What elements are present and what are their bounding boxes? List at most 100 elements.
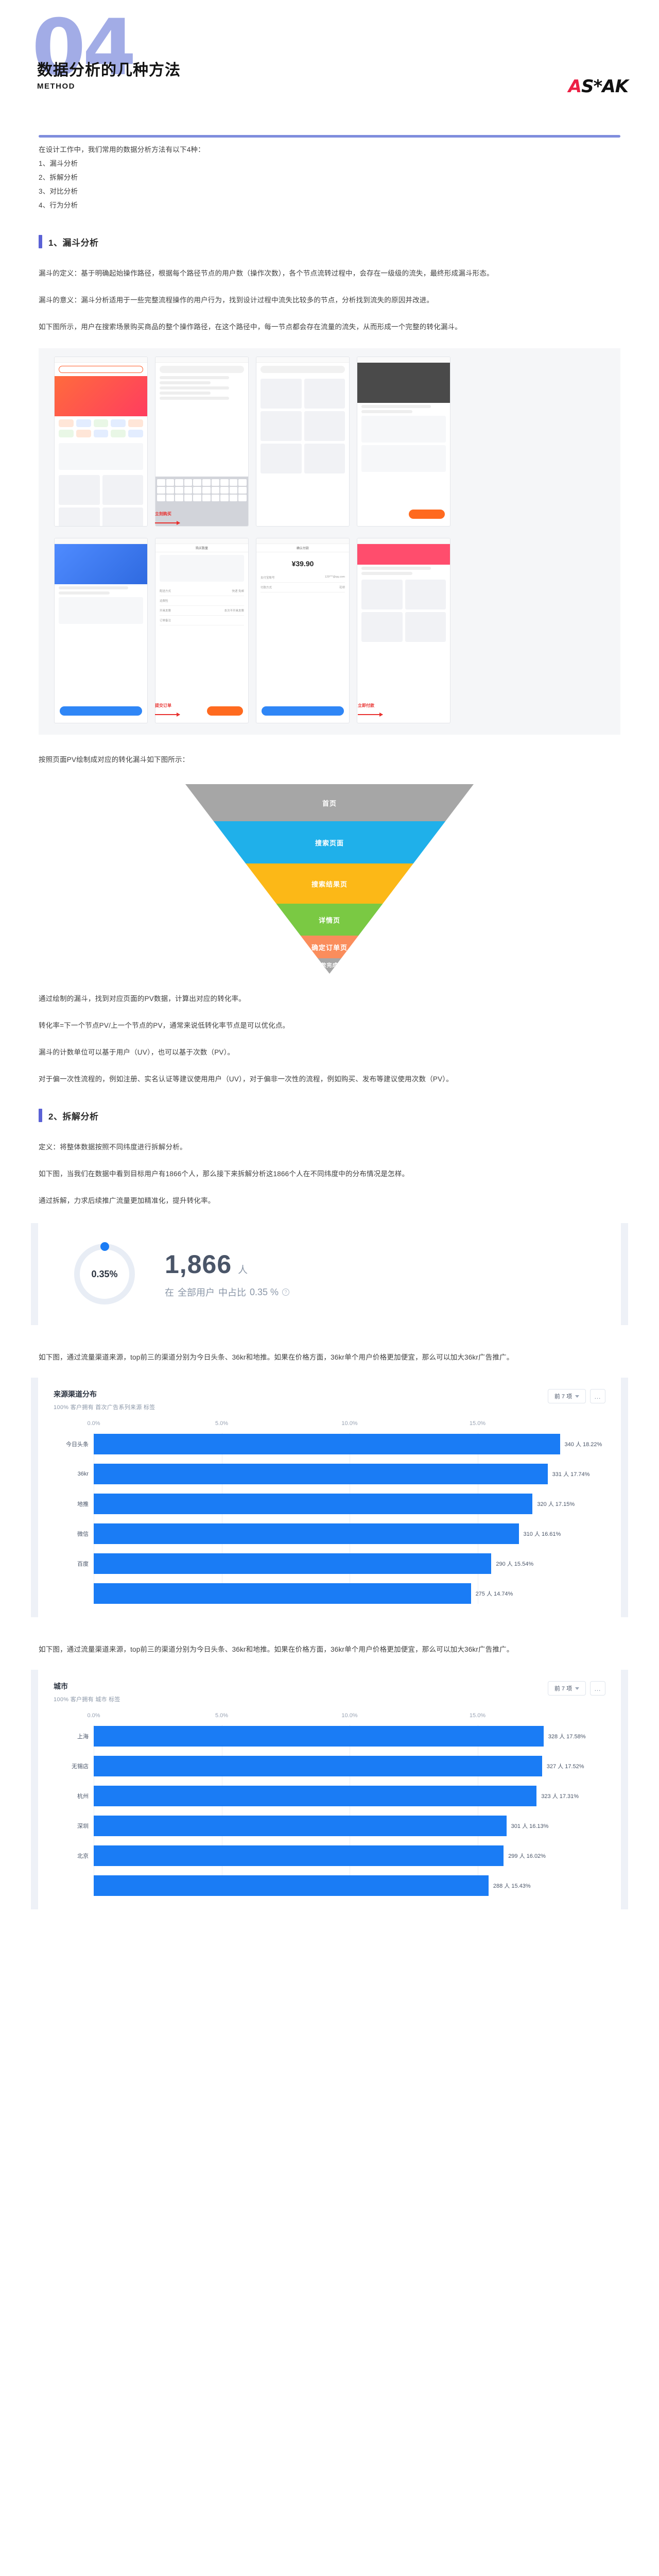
- section1-paragraph-3: 如下图所示，用户在搜索场景购买商品的整个操作路径，在这个路径中，每一节点都会存在…: [39, 323, 462, 331]
- phone-account-value: 129***@qq.com: [324, 575, 345, 579]
- mosaic-row-1: 立刻购买: [54, 357, 605, 527]
- funnel-stage-label: 首页: [322, 799, 337, 807]
- chart-bar-value-label: 288 人 15.43%: [493, 1883, 531, 1889]
- chart-bar-row[interactable]: 290 人 15.54%: [94, 1553, 605, 1574]
- section-accent-bar: [39, 235, 42, 248]
- chart-bar-row[interactable]: 275 人 14.74%: [94, 1583, 605, 1604]
- chart2-x-axis: 0.0%5.0%10.0%15.0%: [87, 1713, 605, 1725]
- chart-category-label: 今日头条: [66, 1442, 89, 1448]
- chart1-title: 来源渠道分布: [54, 1390, 97, 1398]
- chart-bar-value-label: 320 人 17.15%: [537, 1501, 575, 1507]
- section1-paragraph-2: 漏斗的意义：漏斗分析适用于一些完整流程操作的用户行为，找到设计过程中流失比较多的…: [39, 296, 434, 304]
- funnel-note-3: 漏斗的计数单位可以基于用户（UV），也可以基于次数（PV）。: [39, 1048, 235, 1056]
- chart-card-city: 城市 100% 客户拥有 城市 标签 前 7 项 … 上海无锡店杭州深圳北京 0…: [31, 1670, 628, 1909]
- chart2-bars: 328 人 17.58% 327 人 17.52% 323 人 17.31% 301 …: [94, 1725, 605, 1896]
- chart1-x-axis: 0.0%5.0%10.0%15.0%: [87, 1420, 605, 1433]
- conversion-donut-chart: 0.35%: [74, 1242, 135, 1304]
- chart-bar: [94, 1875, 489, 1896]
- chart-bar-row[interactable]: 310 人 16.61%: [94, 1523, 605, 1544]
- chart-bar: [94, 1726, 544, 1747]
- section-number-watermark: 04: [32, 3, 136, 93]
- funnel-stage-label: 确定订单页: [311, 943, 348, 952]
- chevron-down-icon: [575, 1395, 580, 1398]
- funnel-caption: 按照页面PV绘制成对应的转化漏斗如下图所示：: [39, 756, 189, 764]
- chevron-down-icon: [575, 1687, 580, 1690]
- chart-bar-row[interactable]: 331 人 17.74%: [94, 1464, 605, 1484]
- phone-invoice-label: 开具发票: [160, 609, 171, 613]
- chart-x-tick: 15.0%: [469, 1420, 486, 1427]
- phone-screenshot-home: [54, 357, 148, 527]
- phone-order-qty-label: 购买数量: [195, 547, 208, 550]
- chart-x-tick: 10.0%: [341, 1713, 358, 1719]
- conversion-funnel: 首页搜索页面搜索结果页详情页确定订单页付款完成页: [0, 784, 659, 974]
- chart1-topn-select[interactable]: 前 7 项: [548, 1389, 586, 1403]
- chart-bar: [94, 1434, 560, 1454]
- funnel-note-2: 转化率=下一个节点PV/上一个节点的PV，通常来说低转化率节点是可以优化点。: [39, 1022, 290, 1029]
- chart-category-label: 北京: [77, 1853, 89, 1859]
- chart-category-label: 百度: [77, 1561, 89, 1567]
- funnel-stage-label: 详情页: [318, 916, 340, 924]
- chart1-more-button[interactable]: …: [590, 1389, 605, 1403]
- chart2-title: 城市: [54, 1682, 68, 1690]
- chart-bar-row[interactable]: 301 人 16.13%: [94, 1816, 605, 1836]
- chart-category-label: 无锡店: [72, 1764, 89, 1770]
- chart-bar-row[interactable]: 320 人 17.15%: [94, 1494, 605, 1514]
- chart1-bars: 340 人 18.22% 331 人 17.74% 320 人 17.15% 310 …: [94, 1433, 605, 1604]
- brand-logo-a: A: [568, 76, 582, 97]
- help-icon[interactable]: ?: [282, 1289, 290, 1296]
- funnel-stage-5: 确定订单页: [185, 936, 474, 958]
- header-divider: [39, 135, 620, 138]
- chart-bar: [94, 1756, 542, 1776]
- metric-number: 1,866: [165, 1250, 232, 1279]
- phone-paytype-label: 付款方式: [261, 586, 272, 589]
- section2-paragraph-3: 通过拆解，力求后续推广流量更加精准化，提升转化率。: [39, 1197, 215, 1205]
- phone-screenshot-sku: [54, 538, 148, 723]
- chart-bar-value-label: 340 人 18.22%: [564, 1442, 602, 1448]
- chart-x-tick: 10.0%: [341, 1420, 358, 1427]
- chart-bar-row[interactable]: 328 人 17.58%: [94, 1726, 605, 1747]
- section1-paragraph-1: 漏斗的定义：基于明确起始操作路径，根据每个路径节点的用户数（操作次数），各个节点…: [39, 269, 494, 277]
- chart-bar: [94, 1816, 507, 1836]
- chart-bar-value-label: 328 人 17.58%: [548, 1734, 586, 1740]
- chart-bar-row[interactable]: 340 人 18.22%: [94, 1434, 605, 1454]
- chart-bar-row[interactable]: 288 人 15.43%: [94, 1875, 605, 1896]
- chart-category-label: 上海: [77, 1734, 89, 1740]
- metric-sub-scope: 全部用户: [178, 1287, 215, 1298]
- phone-freight-label: 运费险: [160, 600, 168, 603]
- chart-bar-row[interactable]: 299 人 16.02%: [94, 1845, 605, 1866]
- chart2-topn-select[interactable]: 前 7 项: [548, 1681, 586, 1696]
- chart-bar-value-label: 275 人 14.74%: [475, 1591, 513, 1597]
- chart1-gridlines: [94, 1433, 605, 1604]
- intro-item-4: 4、行为分析: [39, 201, 78, 209]
- chart2-more-button[interactable]: …: [590, 1681, 605, 1696]
- intro-block: 在设计工作中，我们常用的数据分析方法有以下4种： 1、漏斗分析 2、拆解分析 3…: [39, 143, 620, 212]
- chart-category-label: 杭州: [77, 1793, 89, 1800]
- funnel-stage-shape: [185, 784, 474, 821]
- metric-sub-value: 0.35 %: [250, 1286, 279, 1297]
- chart-bar-value-label: 331 人 17.74%: [552, 1471, 590, 1478]
- flow-arrow-2: [155, 713, 180, 717]
- metric-text-block: 1,866 人 在 全部用户 中占比 0.35 % ?: [165, 1249, 290, 1299]
- chart-bar-row[interactable]: 327 人 17.52%: [94, 1756, 605, 1776]
- page-title: 数据分析的几种方法: [37, 62, 181, 79]
- chart-bar-value-label: 299 人 16.02%: [508, 1853, 546, 1859]
- flow-arrow-label-3: 立即付款: [358, 703, 374, 708]
- chart2-topn-label: 前 7 项: [554, 1686, 573, 1692]
- chart-bar: [94, 1845, 504, 1866]
- chart-bar-value-label: 327 人 17.52%: [546, 1764, 584, 1770]
- chart-bar-row[interactable]: 323 人 17.31%: [94, 1786, 605, 1806]
- funnel-stage-shape: [246, 863, 413, 904]
- chart2-note: 如下图，通过流量渠道来源，top前三的渠道分别为今日头条、36kr和地推。如果在…: [39, 1646, 514, 1653]
- phone-screenshot-search: [155, 357, 249, 527]
- chart2-subtitle: 100% 客户拥有 城市 标签: [54, 1697, 120, 1703]
- intro-item-3: 3、对比分析: [39, 188, 78, 195]
- phone-delivery-label: 配送方式: [160, 590, 171, 593]
- donut-percent-label: 0.35%: [91, 1268, 118, 1279]
- funnel-stage-2: 搜索页面: [185, 821, 474, 863]
- chart-bar: [94, 1786, 537, 1806]
